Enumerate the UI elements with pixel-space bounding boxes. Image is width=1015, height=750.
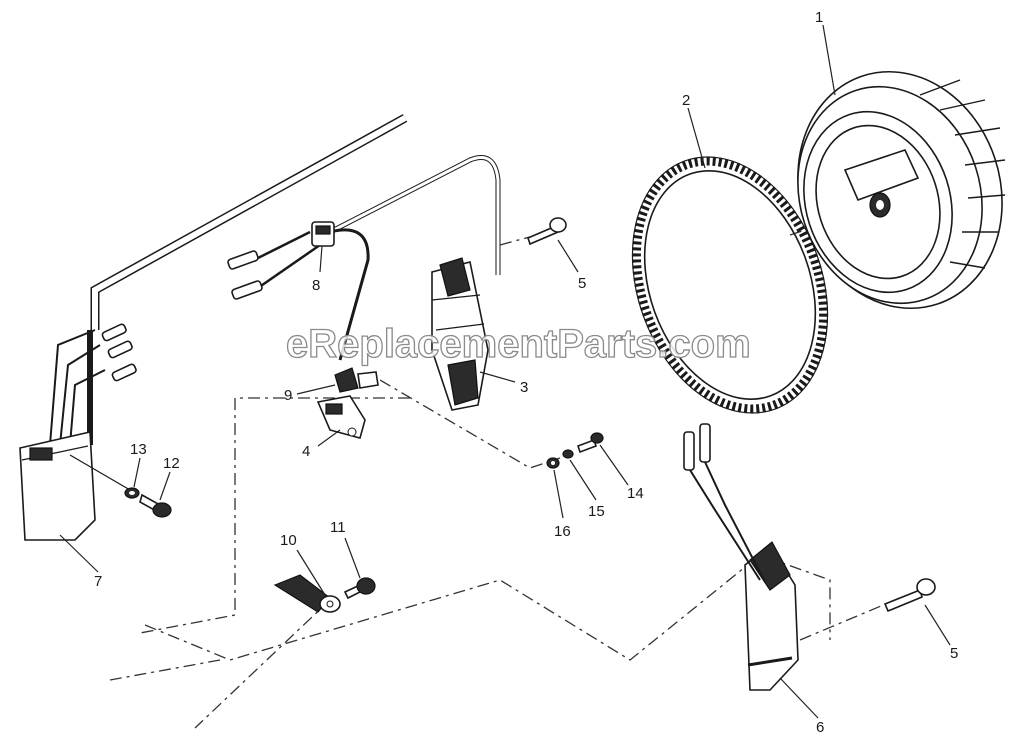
ground-screw-part <box>343 577 376 600</box>
callout-8: 8 <box>312 277 320 294</box>
ignition-coil-part <box>19 431 96 541</box>
flywheel-part <box>797 70 1006 310</box>
bracket-part <box>316 395 366 439</box>
callout-13: 13 <box>130 441 147 458</box>
switch-part <box>334 367 379 393</box>
screw-top-part <box>527 217 567 246</box>
callout-5-top: 5 <box>578 275 586 292</box>
watermark-text: eReplacementParts.com <box>286 322 751 366</box>
callout-15: 15 <box>588 503 605 520</box>
ring-gear-part <box>631 156 829 414</box>
callout-10: 10 <box>280 532 297 549</box>
wire-terminals <box>101 250 263 382</box>
callout-12: 12 <box>163 455 180 472</box>
callout-labels: 1 2 3 4 5 5 6 7 8 9 10 11 12 13 14 15 16 <box>94 9 958 736</box>
callout-6: 6 <box>816 719 824 736</box>
pulser-coil-part <box>431 257 489 411</box>
screw-bottom-part <box>883 578 936 613</box>
small-hardware-parts <box>546 432 604 469</box>
wire-clamp-part <box>311 221 335 247</box>
callout-3: 3 <box>520 379 528 396</box>
screw-washer-parts <box>69 454 172 518</box>
callout-9: 9 <box>284 387 292 404</box>
callout-11: 11 <box>330 519 346 536</box>
ground-lead-part <box>273 574 341 613</box>
callout-16: 16 <box>554 523 571 540</box>
callout-1: 1 <box>815 9 823 26</box>
callout-14: 14 <box>627 485 644 502</box>
wire-harness <box>49 114 501 446</box>
callout-2: 2 <box>682 92 690 109</box>
leader-lines <box>59 24 951 719</box>
charge-coil-part <box>683 423 799 691</box>
callout-5-bottom: 5 <box>950 645 958 662</box>
callout-4: 4 <box>302 443 310 460</box>
callout-7: 7 <box>94 573 102 590</box>
